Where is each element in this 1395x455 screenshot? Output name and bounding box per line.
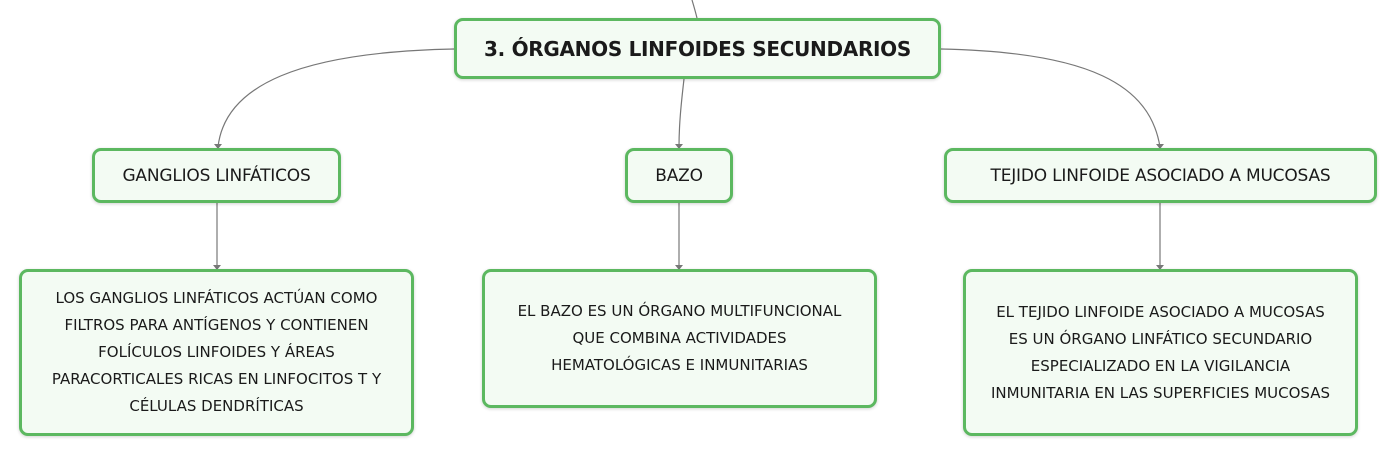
topic-node-tejido-linfoide[interactable]: TEJIDO LINFOIDE ASOCIADO A MUCOSAS bbox=[944, 148, 1377, 203]
detail-line: FILTROS PARA ANTÍGENOS Y CONTIENEN bbox=[64, 316, 369, 334]
arrowhead bbox=[675, 265, 683, 270]
topic-node-ganglios-linfaticos[interactable]: GANGLIOS LINFÁTICOS bbox=[92, 148, 341, 203]
detail-node-tejido-linfoide[interactable]: EL TEJIDO LINFOIDE ASOCIADO A MUCOSAS ES… bbox=[963, 269, 1358, 436]
connector-root-bazo bbox=[678, 78, 685, 148]
detail-line: HEMATOLÓGICAS E INMUNITARIAS bbox=[551, 356, 808, 374]
detail-node-ganglios-linfaticos[interactable]: LOS GANGLIOS LINFÁTICOS ACTÚAN COMO FILT… bbox=[19, 269, 414, 436]
topic-node-label: GANGLIOS LINFÁTICOS bbox=[122, 165, 311, 186]
detail-line: LOS GANGLIOS LINFÁTICOS ACTÚAN COMO bbox=[55, 289, 378, 307]
detail-line: ES UN ÓRGANO LINFÁTICO SECUNDARIO bbox=[1008, 329, 1313, 348]
detail-text: EL TEJIDO LINFOIDE ASOCIADO A MUCOSAS ES… bbox=[991, 299, 1330, 407]
detail-text: EL BAZO ES UN ÓRGANO MULTIFUNCIONAL QUE … bbox=[518, 298, 842, 379]
detail-line: QUE COMBINA ACTIVIDADES bbox=[572, 329, 787, 347]
detail-text: LOS GANGLIOS LINFÁTICOS ACTÚAN COMO FILT… bbox=[52, 285, 381, 420]
arrowhead bbox=[1156, 144, 1164, 149]
connector-parent-root bbox=[691, 0, 698, 19]
detail-line: CÉLULAS DENDRÍTICAS bbox=[129, 397, 304, 415]
root-node-label: 3. ÓRGANOS LINFOIDES SECUNDARIOS bbox=[484, 36, 911, 61]
arrowhead bbox=[675, 144, 683, 149]
detail-line: PARACORTICALES RICAS EN LINFOCITOS T Y bbox=[51, 370, 382, 388]
detail-node-bazo[interactable]: EL BAZO ES UN ÓRGANO MULTIFUNCIONAL QUE … bbox=[482, 269, 877, 408]
detail-line: EL TEJIDO LINFOIDE ASOCIADO A MUCOSAS bbox=[996, 302, 1325, 321]
detail-line: FOLÍCULOS LINFOIDES Y ÁREAS bbox=[98, 343, 335, 361]
detail-line: ESPECIALIZADO EN LA VIGILANCIA bbox=[1030, 356, 1291, 375]
topic-node-label: BAZO bbox=[655, 165, 703, 186]
connector-root-tejido bbox=[940, 48, 1161, 148]
detail-line: EL BAZO ES UN ÓRGANO MULTIFUNCIONAL bbox=[517, 302, 842, 320]
root-node[interactable]: 3. ÓRGANOS LINFOIDES SECUNDARIOS bbox=[454, 18, 941, 79]
topic-node-label: TEJIDO LINFOIDE ASOCIADO A MUCOSAS bbox=[990, 165, 1331, 186]
arrowhead bbox=[1156, 265, 1164, 270]
arrowhead bbox=[213, 265, 221, 270]
detail-line: INMUNITARIA EN LAS SUPERFICIES MUCOSAS bbox=[990, 383, 1330, 402]
topic-node-bazo[interactable]: BAZO bbox=[625, 148, 733, 203]
arrowhead bbox=[214, 144, 222, 149]
connector-root-ganglios bbox=[217, 48, 455, 148]
